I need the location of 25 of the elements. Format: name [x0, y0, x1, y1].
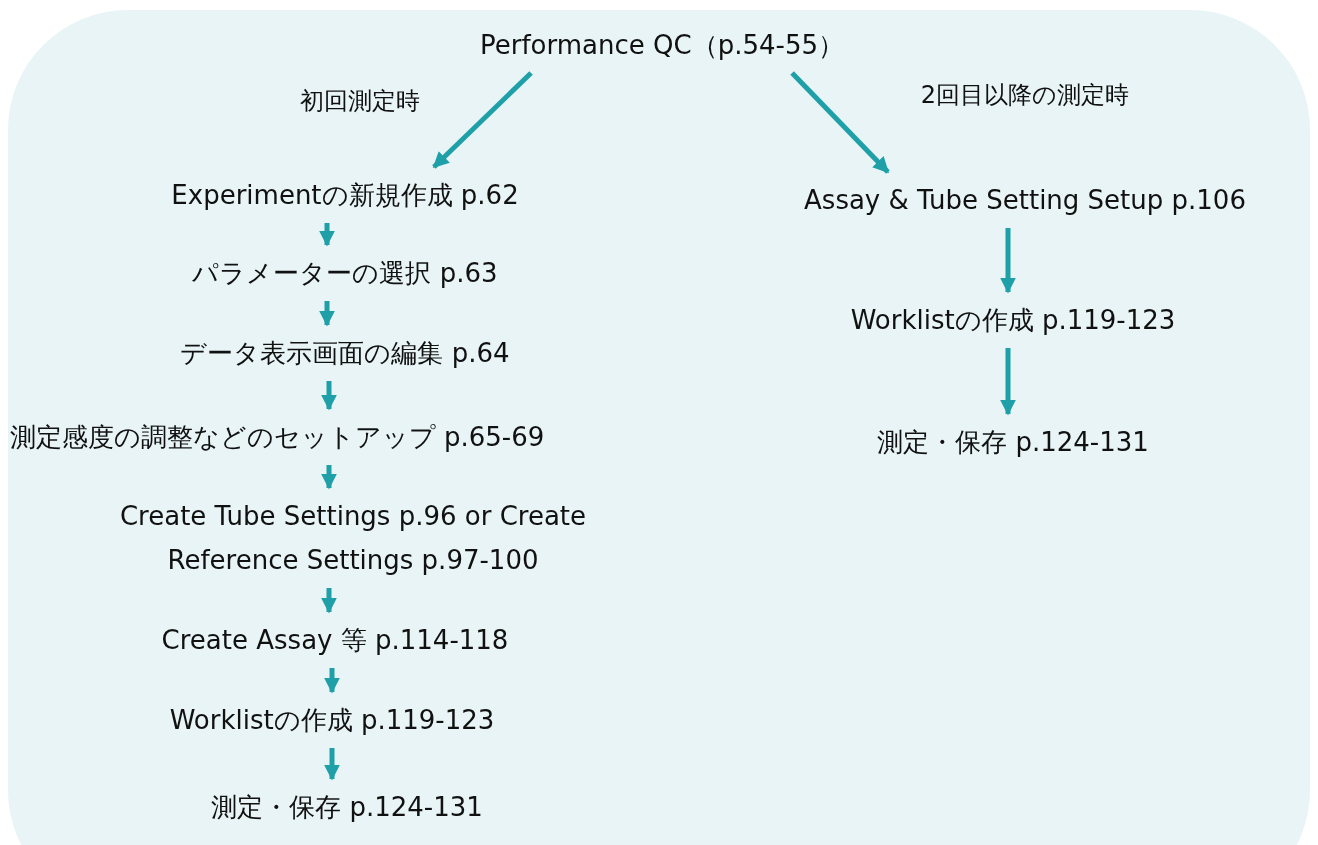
step-text: Worklistの作成 p.119-123 — [850, 298, 1176, 342]
arrow — [319, 223, 335, 247]
edge-label: 初回測定時 — [300, 86, 420, 117]
step-text: Experimentの新規作成 p.62 — [171, 173, 519, 217]
arrow — [321, 381, 337, 411]
arrow — [432, 71, 533, 169]
arrow — [790, 71, 890, 174]
arrow — [324, 668, 340, 694]
arrow — [321, 588, 337, 614]
arrow — [1000, 348, 1016, 416]
arrow — [1000, 228, 1016, 294]
step-text: 測定・保存 p.124-131 — [211, 785, 483, 829]
arrow — [324, 748, 340, 781]
step-text: Create Assay 等 p.114-118 — [161, 618, 509, 662]
edge-label: 2回目以降の測定時 — [920, 80, 1130, 111]
step-text: Assay & Tube Setting Setup p.106 — [804, 178, 1246, 222]
arrow — [321, 465, 337, 490]
step-text: パラメーターの選択 p.63 — [192, 251, 498, 295]
step-text: 測定感度の調整などのセットアップ p.65-69 — [9, 415, 545, 459]
step-text: Performance QC（p.54-55） — [480, 23, 844, 67]
arrow — [319, 301, 335, 327]
step-text: 測定・保存 p.124-131 — [877, 420, 1149, 464]
step-text: Worklistの作成 p.119-123 — [169, 698, 495, 742]
step-text: データ表示画面の編集 p.64 — [180, 331, 510, 375]
step-text: Create Tube Settings p.96 or Create Reference Settings p.97-100 — [73, 494, 633, 582]
